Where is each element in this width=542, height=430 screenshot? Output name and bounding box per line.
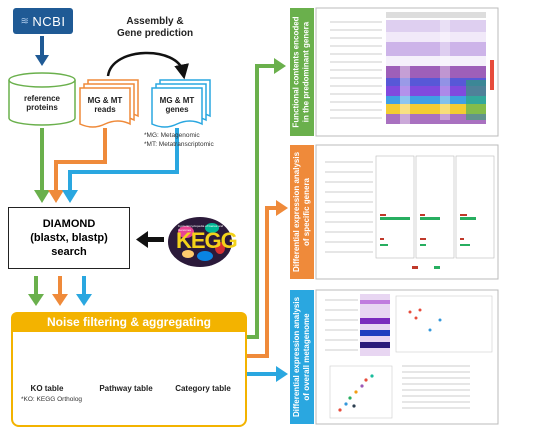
arrow-orange-to-genera	[247, 200, 288, 358]
ko-table-label: KO table	[30, 384, 64, 393]
assembly-curved-arrow	[106, 51, 189, 80]
overall-panel	[315, 289, 499, 425]
genera-label-wrap: Differential expression analysis of spec…	[290, 145, 314, 279]
overall-label-wrap: Differential expression analysis of over…	[290, 290, 314, 424]
assembly-title: Assembly & Gene prediction	[116, 16, 194, 39]
ncbi-logo: ≋ NCBI	[13, 8, 73, 34]
arrow-green-to-functional	[247, 58, 286, 339]
genera-side-bar	[290, 145, 314, 279]
bar-charts-panel	[315, 144, 499, 280]
arrow-ncbi-to-db	[35, 36, 49, 66]
overall-side-bar	[290, 290, 314, 424]
note-mt: *MT: Metatranscriptomic	[144, 141, 214, 148]
ko-note: *KO: KEGG Ortholog	[21, 396, 83, 403]
arrow-blue-to-overall	[247, 366, 288, 382]
genes-label: MG & MT genes	[159, 96, 195, 114]
arrow-orange-reads	[48, 128, 107, 203]
arrows-to-noise	[28, 276, 92, 306]
dna-icon: ≋	[20, 15, 30, 27]
reference-proteins-cylinder	[8, 72, 76, 126]
notes-block: *MG: Metagenomic *MT: Metatranscriptomic	[144, 131, 254, 149]
arrow-kegg-to-diamond	[136, 231, 164, 248]
noise-title: Noise filtering & aggregating	[11, 312, 247, 332]
note-mg: *MG: Metagenomic	[144, 132, 200, 139]
overall-label: Differential expression analysis of over…	[292, 296, 311, 418]
ncbi-label: NCBI	[32, 13, 66, 29]
arrow-green-db	[34, 128, 50, 203]
kegg-subtitle: Kyoto Encyclopedia of Genes and Genomes	[178, 224, 224, 232]
reads-label: MG & MT reads	[87, 96, 123, 114]
genera-label: Differential expression analysis of spec…	[292, 151, 311, 273]
heatmap-panel	[315, 7, 499, 137]
kegg-logo-text: KEGG	[176, 228, 238, 253]
kegg-oval	[168, 217, 232, 267]
reads-document-stack	[79, 79, 139, 128]
diamond-box: DIAMOND (blastx, blastp) search	[8, 207, 130, 269]
functional-label-wrap: Functional contents encoded in the predo…	[290, 8, 314, 136]
genes-document-stack	[151, 79, 211, 128]
diamond-label: DIAMOND (blastx, blastp) search	[30, 218, 108, 258]
category-table-label: Category table	[175, 384, 231, 393]
pathway-table-label: Pathway table	[99, 384, 153, 393]
functional-side-bar	[290, 8, 314, 136]
reference-proteins-label: reference proteins	[23, 94, 61, 112]
functional-label: Functional contents encoded in the predo…	[292, 16, 311, 128]
arrow-blue-genes	[62, 128, 179, 203]
